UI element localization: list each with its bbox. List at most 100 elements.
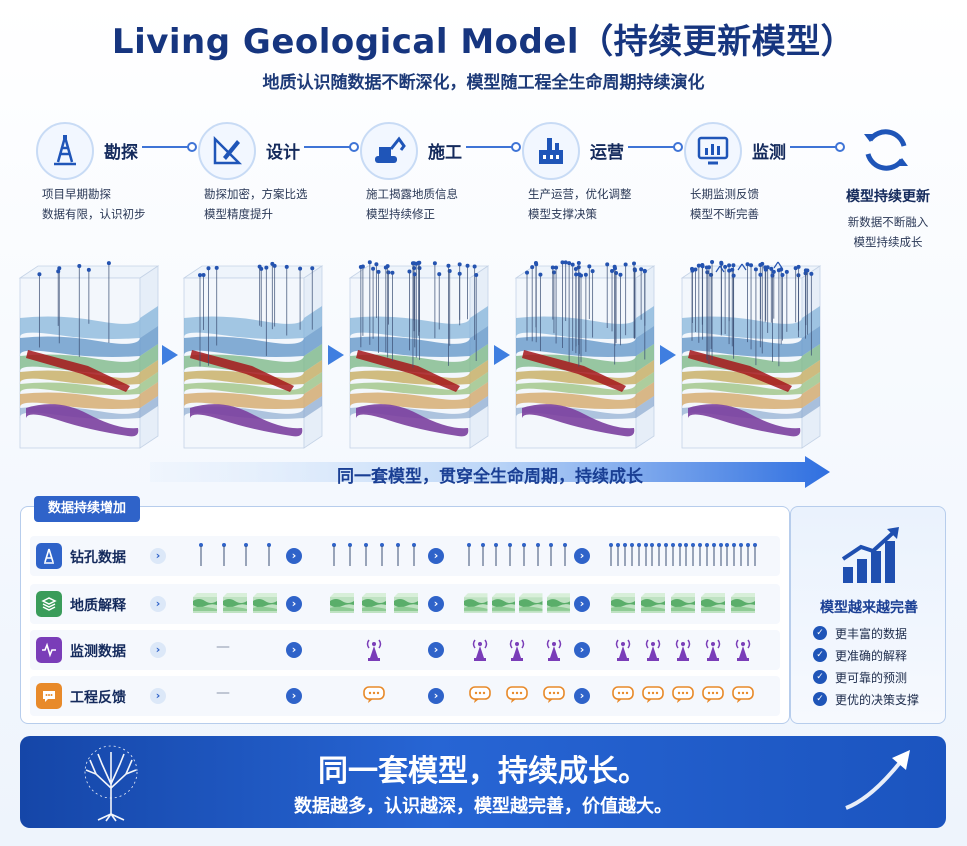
borehole-pin-icon	[221, 542, 226, 566]
sensor-antenna-icon	[674, 636, 692, 662]
check-icon: ✓	[813, 626, 827, 640]
stage-desc: 勘探加密，方案比选模型精度提升	[204, 187, 308, 221]
geo-block-1	[18, 258, 160, 458]
feedback-bubble-icon	[506, 686, 528, 704]
feedback-bubble-icon	[612, 686, 634, 704]
stage-desc: 长期监测反馈模型不断完善	[690, 187, 759, 221]
final-stage-title: 模型持续更新	[846, 189, 930, 205]
stage-name: 勘探	[104, 143, 138, 163]
chevron-right-icon: ›	[574, 642, 590, 658]
chevron-right-icon: ›	[286, 642, 302, 658]
borehole-pin-icon	[480, 542, 485, 566]
borehole-pin-icon	[494, 542, 499, 566]
lifecycle-stages: 勘探 项目早期勘探数据有限，认识初步 设计 勘探加密，方案比选模型精度提升 施工…	[0, 118, 967, 258]
monitor-chart-icon	[684, 122, 742, 180]
borehole-pin-icon	[629, 542, 634, 566]
geology-block-icon	[701, 593, 725, 613]
data-row-borehole: 钻孔数据	[30, 536, 780, 576]
stage-connector-dot	[673, 142, 683, 152]
stage-connector-dot	[349, 142, 359, 152]
borehole-pin-icon	[199, 542, 204, 566]
borehole-pin-icon	[348, 542, 352, 566]
sensor-antenna-icon	[614, 636, 632, 662]
geology-block-icon	[362, 593, 386, 613]
chevron-right-icon: ›	[574, 688, 590, 704]
stage-connector	[790, 146, 840, 148]
check-icon: ✓	[813, 670, 827, 684]
waveform-icon	[36, 637, 62, 663]
stage-desc: 施工揭露地质信息模型持续修正	[366, 187, 458, 221]
result-item: ✓更丰富的数据	[813, 623, 907, 643]
borehole-pin-icon	[663, 542, 668, 566]
result-title: 模型越来越完善	[820, 600, 918, 616]
design-pencil-icon	[198, 122, 256, 180]
borehole-pin-icon	[704, 542, 709, 566]
drill-rig-icon	[36, 122, 94, 180]
row-label: 钻孔数据	[70, 550, 126, 566]
stage-connector	[142, 146, 192, 148]
row-label: 监测数据	[70, 644, 126, 660]
result-item: ✓更可靠的预测	[813, 667, 907, 687]
geology-block-icon	[330, 593, 354, 613]
borehole-icon	[36, 543, 62, 569]
row-label: 工程反馈	[70, 690, 126, 706]
borehole-pin-icon	[718, 542, 723, 566]
stage-name: 施工	[428, 143, 462, 163]
stage-connector-dot	[187, 142, 197, 152]
stage-name: 设计	[266, 143, 300, 163]
borehole-pin-icon	[732, 542, 737, 566]
chevron-right-icon: ›	[574, 596, 590, 612]
borehole-pin-icon	[563, 542, 568, 566]
lifecycle-band-arrow	[150, 456, 830, 488]
feedback-bubble-icon	[672, 686, 694, 704]
chevron-right-icon: ›	[286, 688, 302, 704]
stage-desc: 项目早期勘探数据有限，认识初步	[42, 187, 146, 221]
page-title: Living Geological Model（持续更新模型）	[111, 22, 856, 62]
geology-block-icon	[253, 593, 277, 613]
geo-block-4	[514, 258, 656, 458]
geology-block-icon	[611, 593, 635, 613]
geology-block-icon	[464, 593, 488, 613]
feedback-bubble-icon	[469, 686, 492, 704]
arrow-right-icon	[494, 345, 510, 365]
geo-block-3	[348, 258, 490, 458]
chevron-right-icon: ›	[286, 548, 302, 564]
check-icon: ✓	[813, 648, 827, 662]
sensor-antenna-icon	[365, 636, 383, 662]
stage-connector	[466, 146, 516, 148]
bottom-banner: 同一套模型，持续成长。 数据越多，认识越深，模型越完善，价值越大。	[20, 736, 946, 828]
geology-block-icon	[394, 593, 418, 613]
empty-mark: —	[216, 685, 230, 701]
borehole-pin-icon	[623, 542, 628, 566]
chevron-right-icon: ›	[428, 596, 444, 612]
borehole-pin-icon	[745, 542, 750, 566]
feedback-bubble-icon	[702, 686, 724, 704]
feedback-bubble-icon	[542, 686, 565, 704]
borehole-pin-icon	[616, 542, 621, 566]
rising-bar-chart-icon	[839, 527, 901, 585]
row-label: 地质解释	[70, 598, 126, 614]
borehole-pin-icon	[691, 542, 696, 566]
stage-name: 监测	[752, 143, 786, 163]
chat-bubble-icon	[36, 683, 62, 709]
borehole-pin-icon	[657, 542, 662, 566]
feedback-bubble-icon	[363, 686, 385, 704]
sensor-antenna-icon	[508, 636, 526, 662]
borehole-pin-icon	[380, 542, 384, 566]
chevron-right-icon: ›	[428, 548, 444, 564]
borehole-pin-icon	[738, 542, 743, 566]
page-subtitle: 地质认识随数据不断深化，模型随工程全生命周期持续演化	[262, 73, 705, 93]
chevron-right-icon: ›	[574, 548, 590, 564]
upward-arrow-icon	[842, 748, 916, 812]
layers-icon	[36, 591, 62, 617]
stage-name: 运营	[590, 143, 624, 163]
result-panel: 模型越来越完善 ✓更丰富的数据 ✓更准确的解释 ✓更可靠的预测 ✓更优的决策支撑	[790, 506, 946, 724]
tree-icon	[76, 744, 146, 822]
stage-connector	[628, 146, 678, 148]
borehole-pin-icon	[466, 542, 471, 566]
borehole-pin-icon	[549, 542, 554, 566]
borehole-pin-icon	[670, 542, 675, 566]
data-row-feedback: 工程反馈	[30, 676, 780, 716]
chevron-right-icon: ›	[428, 688, 444, 704]
borehole-pin-icon	[636, 542, 641, 566]
